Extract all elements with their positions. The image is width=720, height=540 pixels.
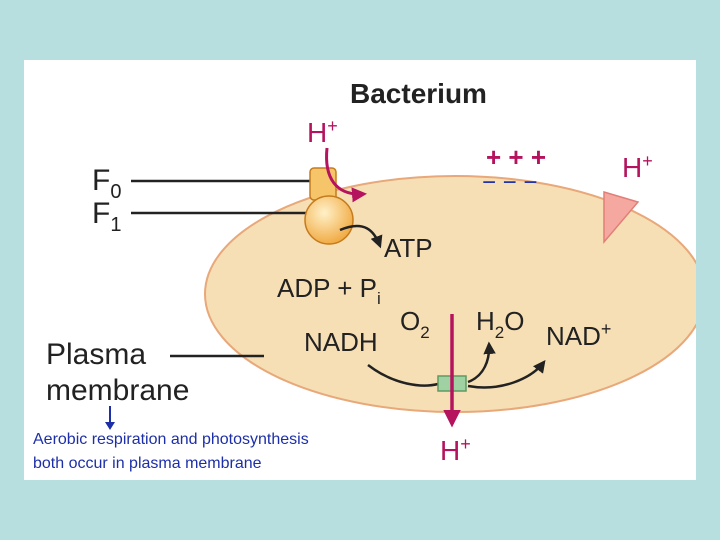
atp-label: ATP [384,233,433,263]
bacterium-diagram: Bacterium F0 F1 H+ ATP ADP + Pi + + + − … [46,78,696,466]
plasma-label: Plasma [46,338,146,371]
negative-charges: − − − [482,169,537,196]
positive-charges: + + + [486,142,546,172]
diagram-title: Bacterium [350,78,487,109]
caption-pointer-head [105,422,115,430]
proton-pump-wedge [603,190,640,245]
membrane-label: membrane [46,374,189,407]
f1-label: F1 [92,197,121,236]
nadh-to-carrier-arrow [367,364,439,387]
caption-text: Aerobic respiration and photosynthesis b… [33,431,309,472]
proton-entry-arrow [325,147,367,203]
o2-to-h2o-arrow [467,341,496,384]
f0-label: F0 [92,164,121,203]
h-plus-right: H+ [622,151,653,183]
nad-plus-label: NAD+ [546,319,611,351]
h2o-label: H2O [476,306,524,342]
h-plus-bottom: H+ [440,434,471,466]
nad-regeneration-arrow [467,360,546,389]
atp-synthesis-arrow [339,224,383,249]
slide-canvas: Bacterium F0 F1 H+ ATP ADP + Pi + + + − … [24,60,696,480]
nadh-label: NADH [304,327,378,357]
h-plus-top: H+ [307,116,338,148]
atp-synthase [304,167,354,245]
o2-label: O2 [400,306,430,342]
adp-pi-label: ADP + Pi [277,273,381,308]
